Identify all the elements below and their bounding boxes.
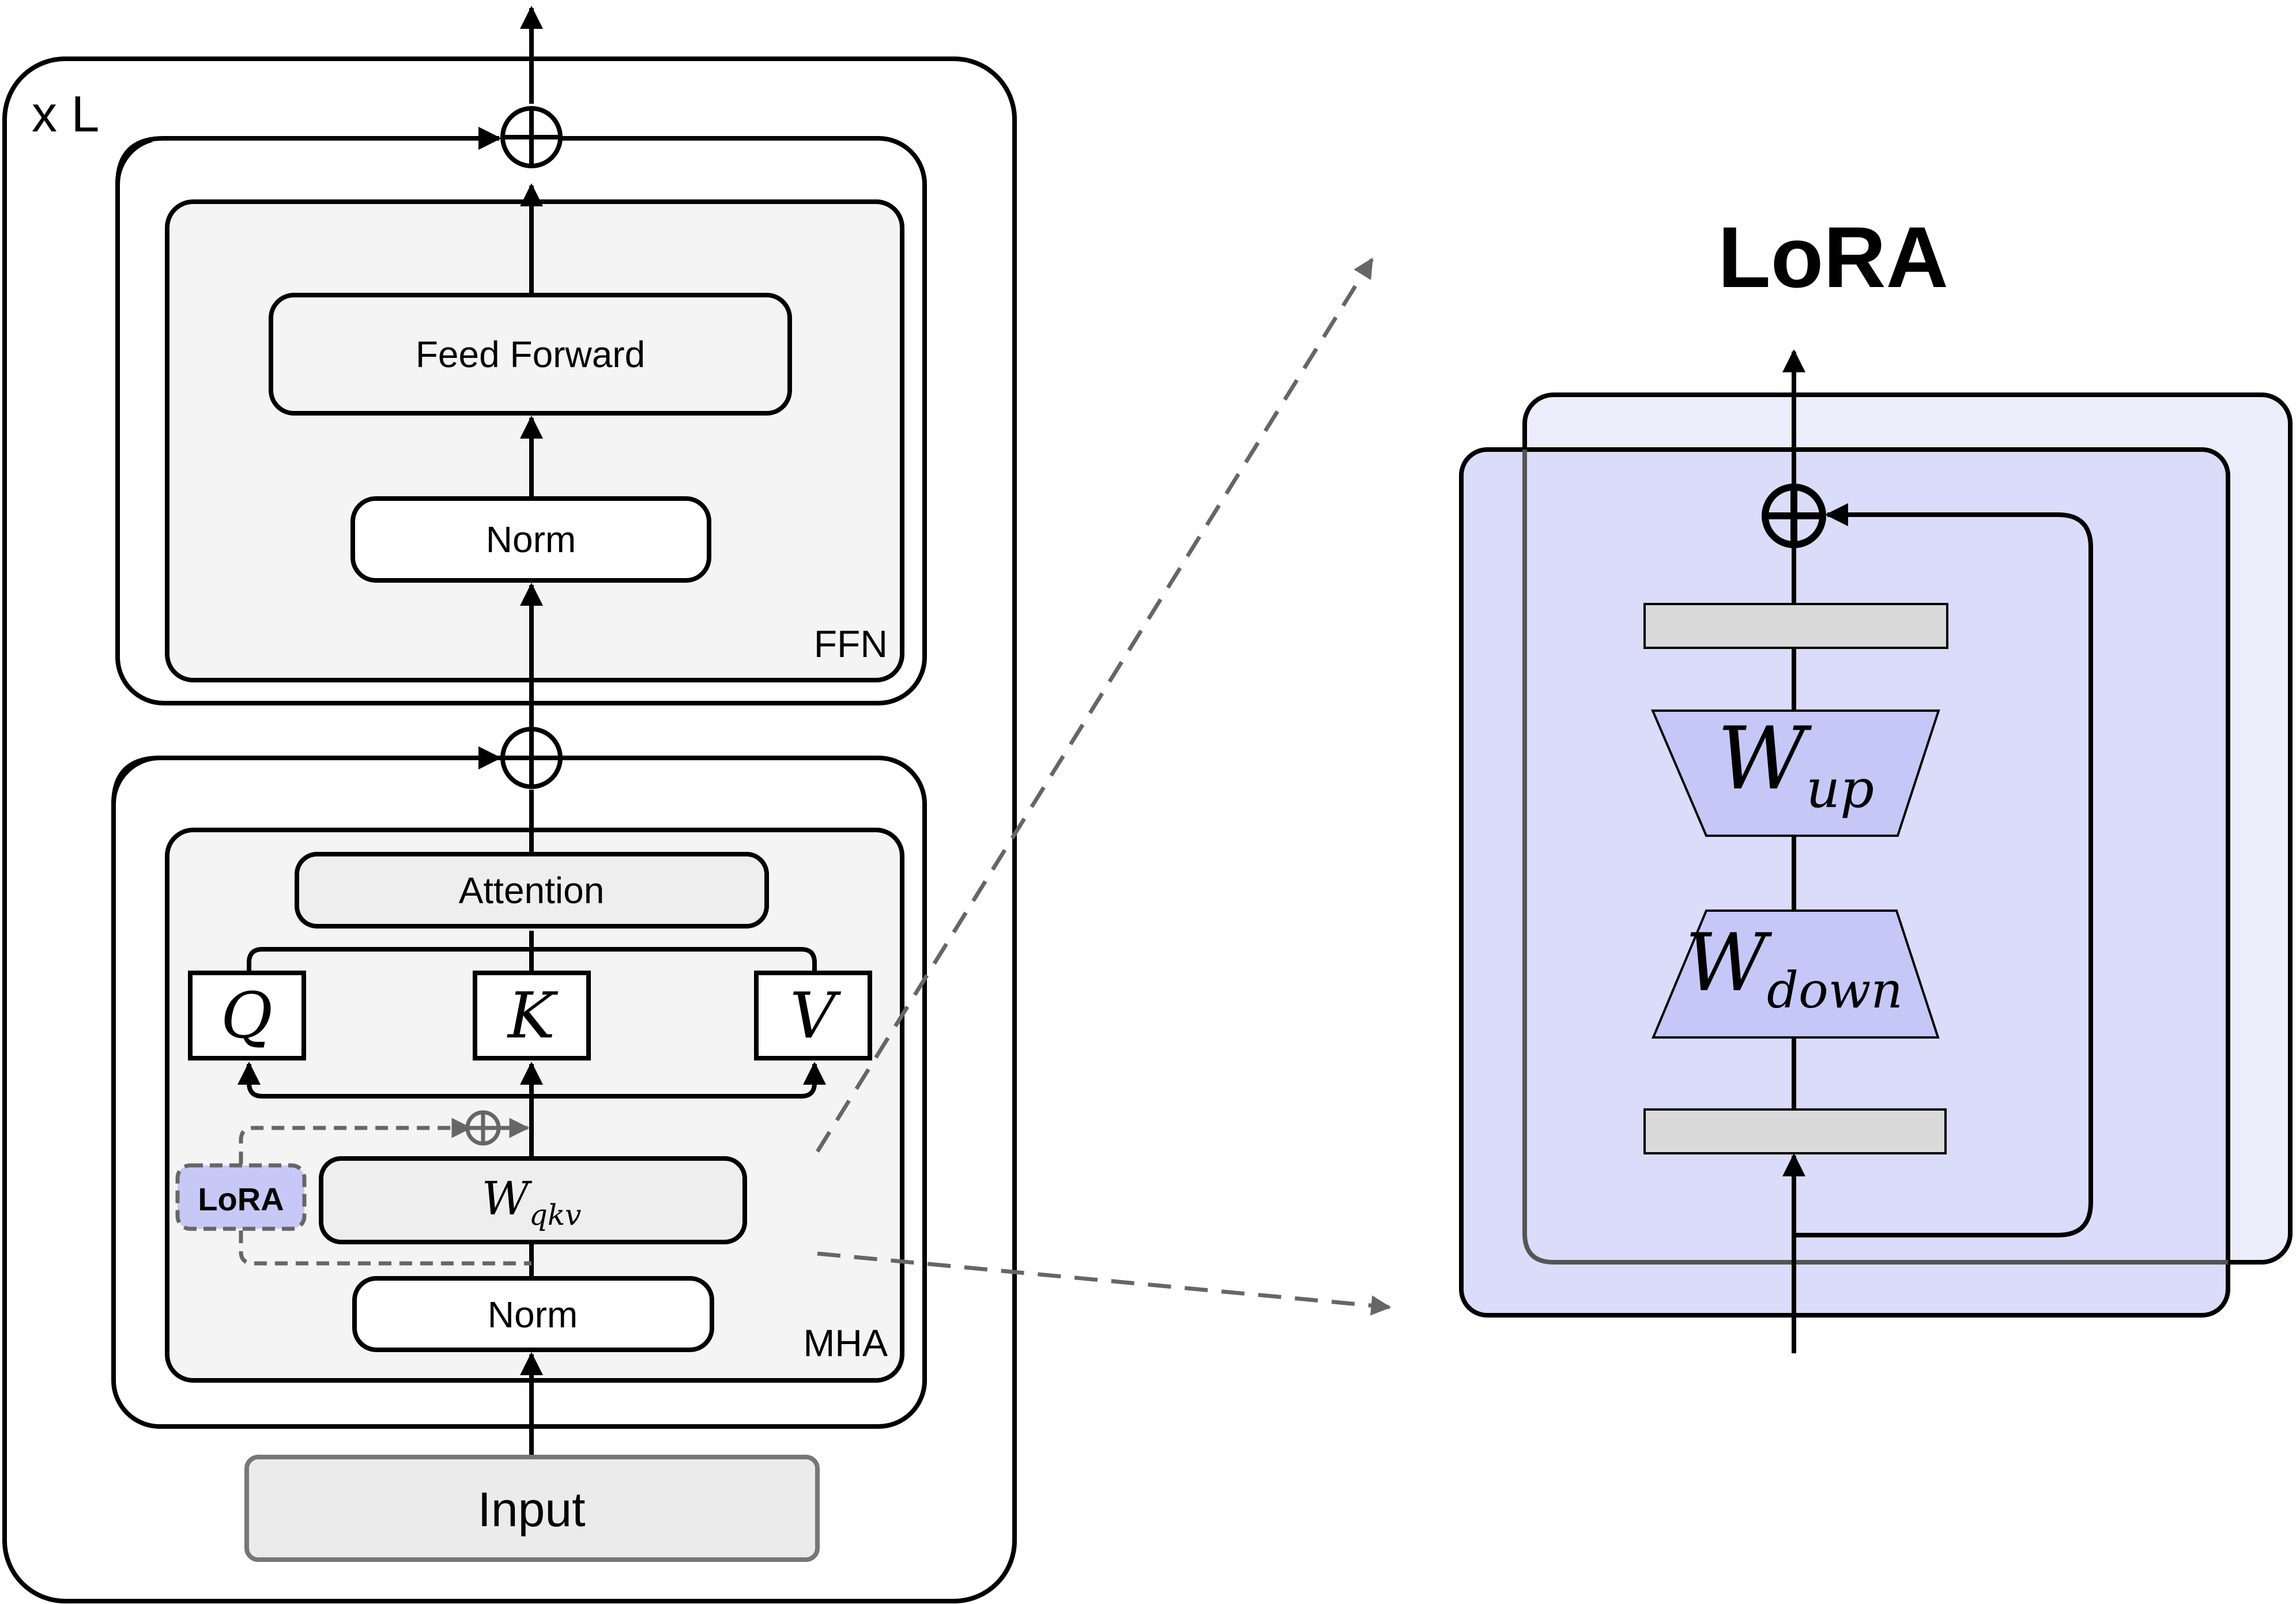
w-up-block bbox=[1650, 709, 1940, 837]
feed-forward-label: Feed Forward bbox=[416, 334, 645, 375]
lora-title: LoRA bbox=[1718, 209, 1948, 305]
q-box bbox=[188, 971, 306, 1060]
lora-add bbox=[465, 1110, 501, 1146]
k-box bbox=[473, 971, 591, 1060]
zoom-connectors bbox=[816, 258, 1392, 1316]
w-up-sub: up bbox=[1806, 758, 1874, 820]
w-down-block bbox=[1651, 909, 1940, 1039]
q-label: Q bbox=[221, 979, 273, 1052]
v-label: V bbox=[790, 979, 841, 1052]
lora-badge-label: LoRA bbox=[198, 1181, 284, 1217]
w-qkv-main: W bbox=[482, 1172, 533, 1225]
w-down-main: W bbox=[1685, 916, 1773, 1009]
repeat-label: x L bbox=[32, 85, 99, 142]
input-label: Input bbox=[478, 1482, 586, 1537]
ffn-panel bbox=[165, 199, 904, 682]
lora-input-bar bbox=[1643, 1108, 1947, 1154]
w-up-label: Wup bbox=[1717, 709, 1874, 820]
transformer-block: x L FFN Feed Forward Norm MHA bbox=[2, 6, 1017, 1603]
attention-label: Attention bbox=[459, 870, 605, 911]
lora-output-bar bbox=[1643, 603, 1948, 649]
mha-norm-box bbox=[352, 1276, 714, 1352]
w-qkv-label: Wqkv bbox=[482, 1172, 582, 1232]
mha-residual-add bbox=[500, 727, 563, 789]
lora-badge bbox=[175, 1163, 307, 1231]
w-qkv-sub: qkv bbox=[529, 1198, 582, 1232]
lora-detail: LoRA Wup Wdown bbox=[1459, 209, 2293, 1353]
input-box bbox=[244, 1455, 820, 1562]
ffn-residual-add bbox=[500, 106, 563, 168]
k-label: K bbox=[507, 979, 559, 1052]
mha-label: MHA bbox=[803, 1322, 888, 1364]
lora-add-node bbox=[1762, 484, 1826, 548]
w-up-main: W bbox=[1717, 709, 1812, 809]
v-box bbox=[754, 971, 872, 1060]
ffn-norm-label: Norm bbox=[486, 519, 576, 560]
mha-norm-label: Norm bbox=[488, 1294, 578, 1335]
w-down-label: Wdown bbox=[1685, 916, 1903, 1020]
w-down-sub: down bbox=[1767, 962, 1903, 1020]
lora-panel-front bbox=[1459, 447, 2230, 1318]
ffn-label: FFN bbox=[814, 622, 888, 665]
